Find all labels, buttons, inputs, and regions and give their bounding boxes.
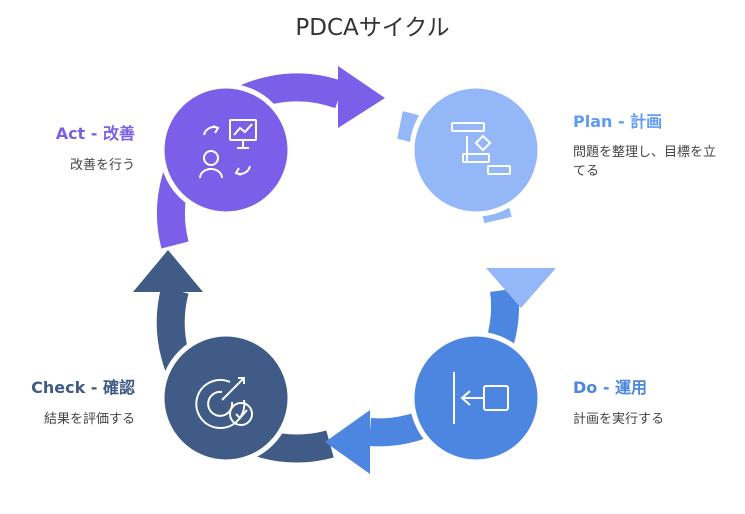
plan-node xyxy=(409,83,543,217)
arrowhead-act-to-plan xyxy=(338,66,385,128)
act-node xyxy=(159,83,293,217)
check-description: 結果を評価する xyxy=(43,412,135,427)
check-node xyxy=(159,331,293,465)
act-description: 改善を行う xyxy=(69,158,135,173)
act-label: Act - 改善 xyxy=(55,124,135,143)
presentation-person-icon xyxy=(199,119,257,179)
do-description: 計画を実行する xyxy=(573,412,665,427)
do-node xyxy=(409,331,543,465)
do-label: Do - 運用 xyxy=(573,378,648,397)
plan-label: Plan - 計画 xyxy=(573,112,663,131)
diagram-title: PDCAサイクル xyxy=(295,15,450,41)
plan-description-line-1: 問題を整理し、目標を立 xyxy=(573,145,717,160)
plan-description: 問題を整理し、目標を立 てる xyxy=(573,143,723,181)
arrowhead-do-to-check xyxy=(325,410,370,474)
check-label: Check - 確認 xyxy=(31,378,135,397)
arrowhead-check-to-act xyxy=(133,250,203,292)
target-check-icon xyxy=(195,377,253,429)
arrowhead-plan-to-do xyxy=(486,268,556,308)
exit-arrow-icon xyxy=(453,372,509,424)
plan-description-line-2: てる xyxy=(573,164,600,179)
gantt-chart-icon xyxy=(451,122,511,175)
